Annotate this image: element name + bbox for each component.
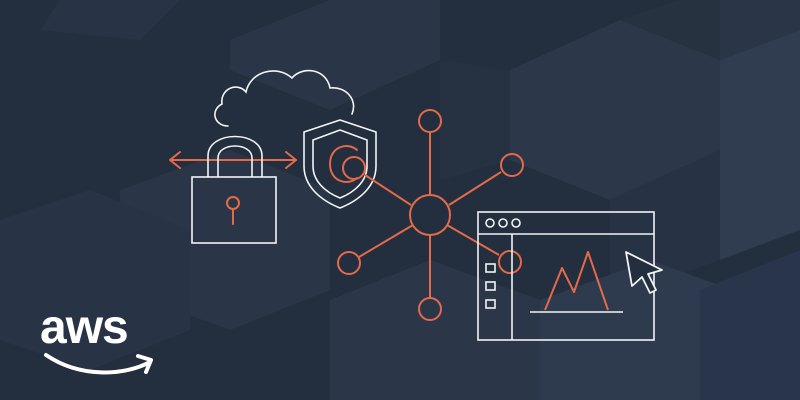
shield-c-mark xyxy=(328,145,358,183)
bidirectional-arrow-icon xyxy=(169,151,297,169)
aws-smile-arrow xyxy=(44,353,152,375)
line-graph-icon xyxy=(530,251,623,313)
aws-logo: aws xyxy=(40,301,153,375)
shield-icon xyxy=(303,119,377,209)
network-hub-icon xyxy=(337,109,524,321)
cloud-icon xyxy=(214,69,355,127)
padlock-icon xyxy=(191,135,277,244)
aws-logo-text: aws xyxy=(40,301,128,354)
browser-window-icon xyxy=(477,211,655,341)
mouse-cursor-icon xyxy=(625,251,663,294)
